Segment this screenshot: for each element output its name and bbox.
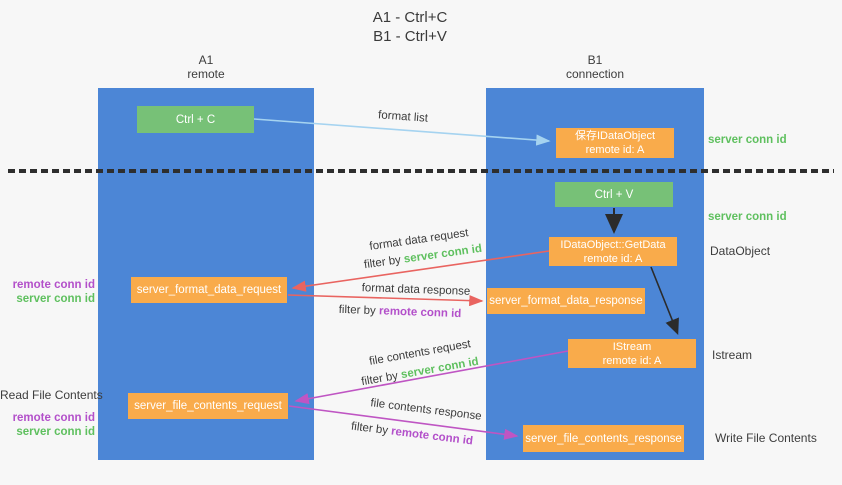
dashed-divider-line (8, 169, 834, 173)
annotation-istream: Istream (712, 348, 753, 362)
node-ctrl-c: Ctrl + C (137, 106, 254, 133)
title-line-a1: A1 - Ctrl+C (372, 9, 448, 26)
node-ctrl-c-label: Ctrl + C (175, 113, 216, 126)
annotation-dataobject: DataObject (710, 244, 771, 258)
annotation-group-left-bottom: remote conn id server conn id (0, 411, 95, 439)
node-server-file-contents-response: server_file_contents_response (523, 425, 684, 452)
remote-conn-id-key: remote conn id (390, 425, 474, 448)
node-server-file-contents-request: server_file_contents_request (128, 393, 288, 419)
annotation-server-conn-id-left-top: server conn id (16, 293, 95, 305)
node-save-idataobject-line2: remote id: A (585, 144, 645, 156)
edge-label-file-contents-response-filter: filter by remote conn id (337, 418, 488, 450)
annotation-remote-conn-id-left-top: remote conn id (12, 279, 95, 291)
node-save-idataobject: 保存IDataObject remote id: A (556, 128, 674, 158)
lane-a-title: A1 (198, 53, 214, 67)
node-getdata-line2: remote id: A (583, 252, 643, 265)
lane-b-title: B1 (587, 53, 603, 67)
title-line-b1: B1 - Ctrl+V (373, 28, 447, 45)
node-istream-line2: remote id: A (602, 354, 662, 367)
lane-a-subtitle: remote (187, 67, 225, 81)
filter-by-text: filter by (360, 369, 400, 389)
edge-label-format-data-response: format data response (361, 282, 471, 298)
annotation-group-left-top: remote conn id server conn id (0, 278, 95, 306)
filter-by-text: filter by (350, 420, 389, 437)
node-idataobject-getdata: IDataObject::GetData remote id: A (549, 237, 677, 266)
node-server-format-data-request: server_format_data_request (131, 277, 287, 303)
annotation-server-conn-id-left-bottom: server conn id (16, 426, 95, 438)
node-ctrl-v-label: Ctrl + V (594, 188, 634, 201)
lane-b-subtitle: connection (565, 67, 625, 81)
node-istream: IStream remote id: A (568, 339, 696, 368)
node-getdata-line1: IDataObject::GetData (560, 238, 666, 251)
node-format-request-label: server_format_data_request (136, 284, 282, 296)
node-file-request-label: server_file_contents_request (134, 400, 282, 412)
node-ctrl-v: Ctrl + V (555, 182, 673, 207)
node-file-response-label: server_file_contents_response (525, 432, 682, 445)
annotation-write-file-contents: Write File Contents (715, 431, 817, 445)
annotation-remote-conn-id-left-bottom: remote conn id (12, 412, 95, 424)
node-save-idataobject-line1: 保存IDataObject (574, 130, 656, 142)
edge-label-format-list: format list (377, 109, 429, 125)
node-server-format-data-response: server_format_data_response (487, 288, 645, 314)
node-format-response-label: server_format_data_response (489, 295, 643, 307)
annotation-server-conn-id-right-top: server conn id (708, 134, 787, 146)
lane-a-header: A1 remote (98, 53, 314, 81)
lane-b-header: B1 connection (486, 53, 704, 81)
diagram-title: A1 - Ctrl+C B1 - Ctrl+V (300, 8, 520, 46)
remote-conn-id-key: remote conn id (378, 305, 462, 321)
node-istream-line1: IStream (612, 340, 652, 353)
filter-by-text: filter by (363, 254, 402, 272)
annotation-server-conn-id-right-mid: server conn id (708, 211, 787, 223)
edge-label-format-data-response-filter: filter by remote conn id (325, 302, 475, 321)
filter-by-text: filter by (338, 303, 376, 318)
annotation-read-file-contents: Read File Contents (0, 388, 103, 402)
